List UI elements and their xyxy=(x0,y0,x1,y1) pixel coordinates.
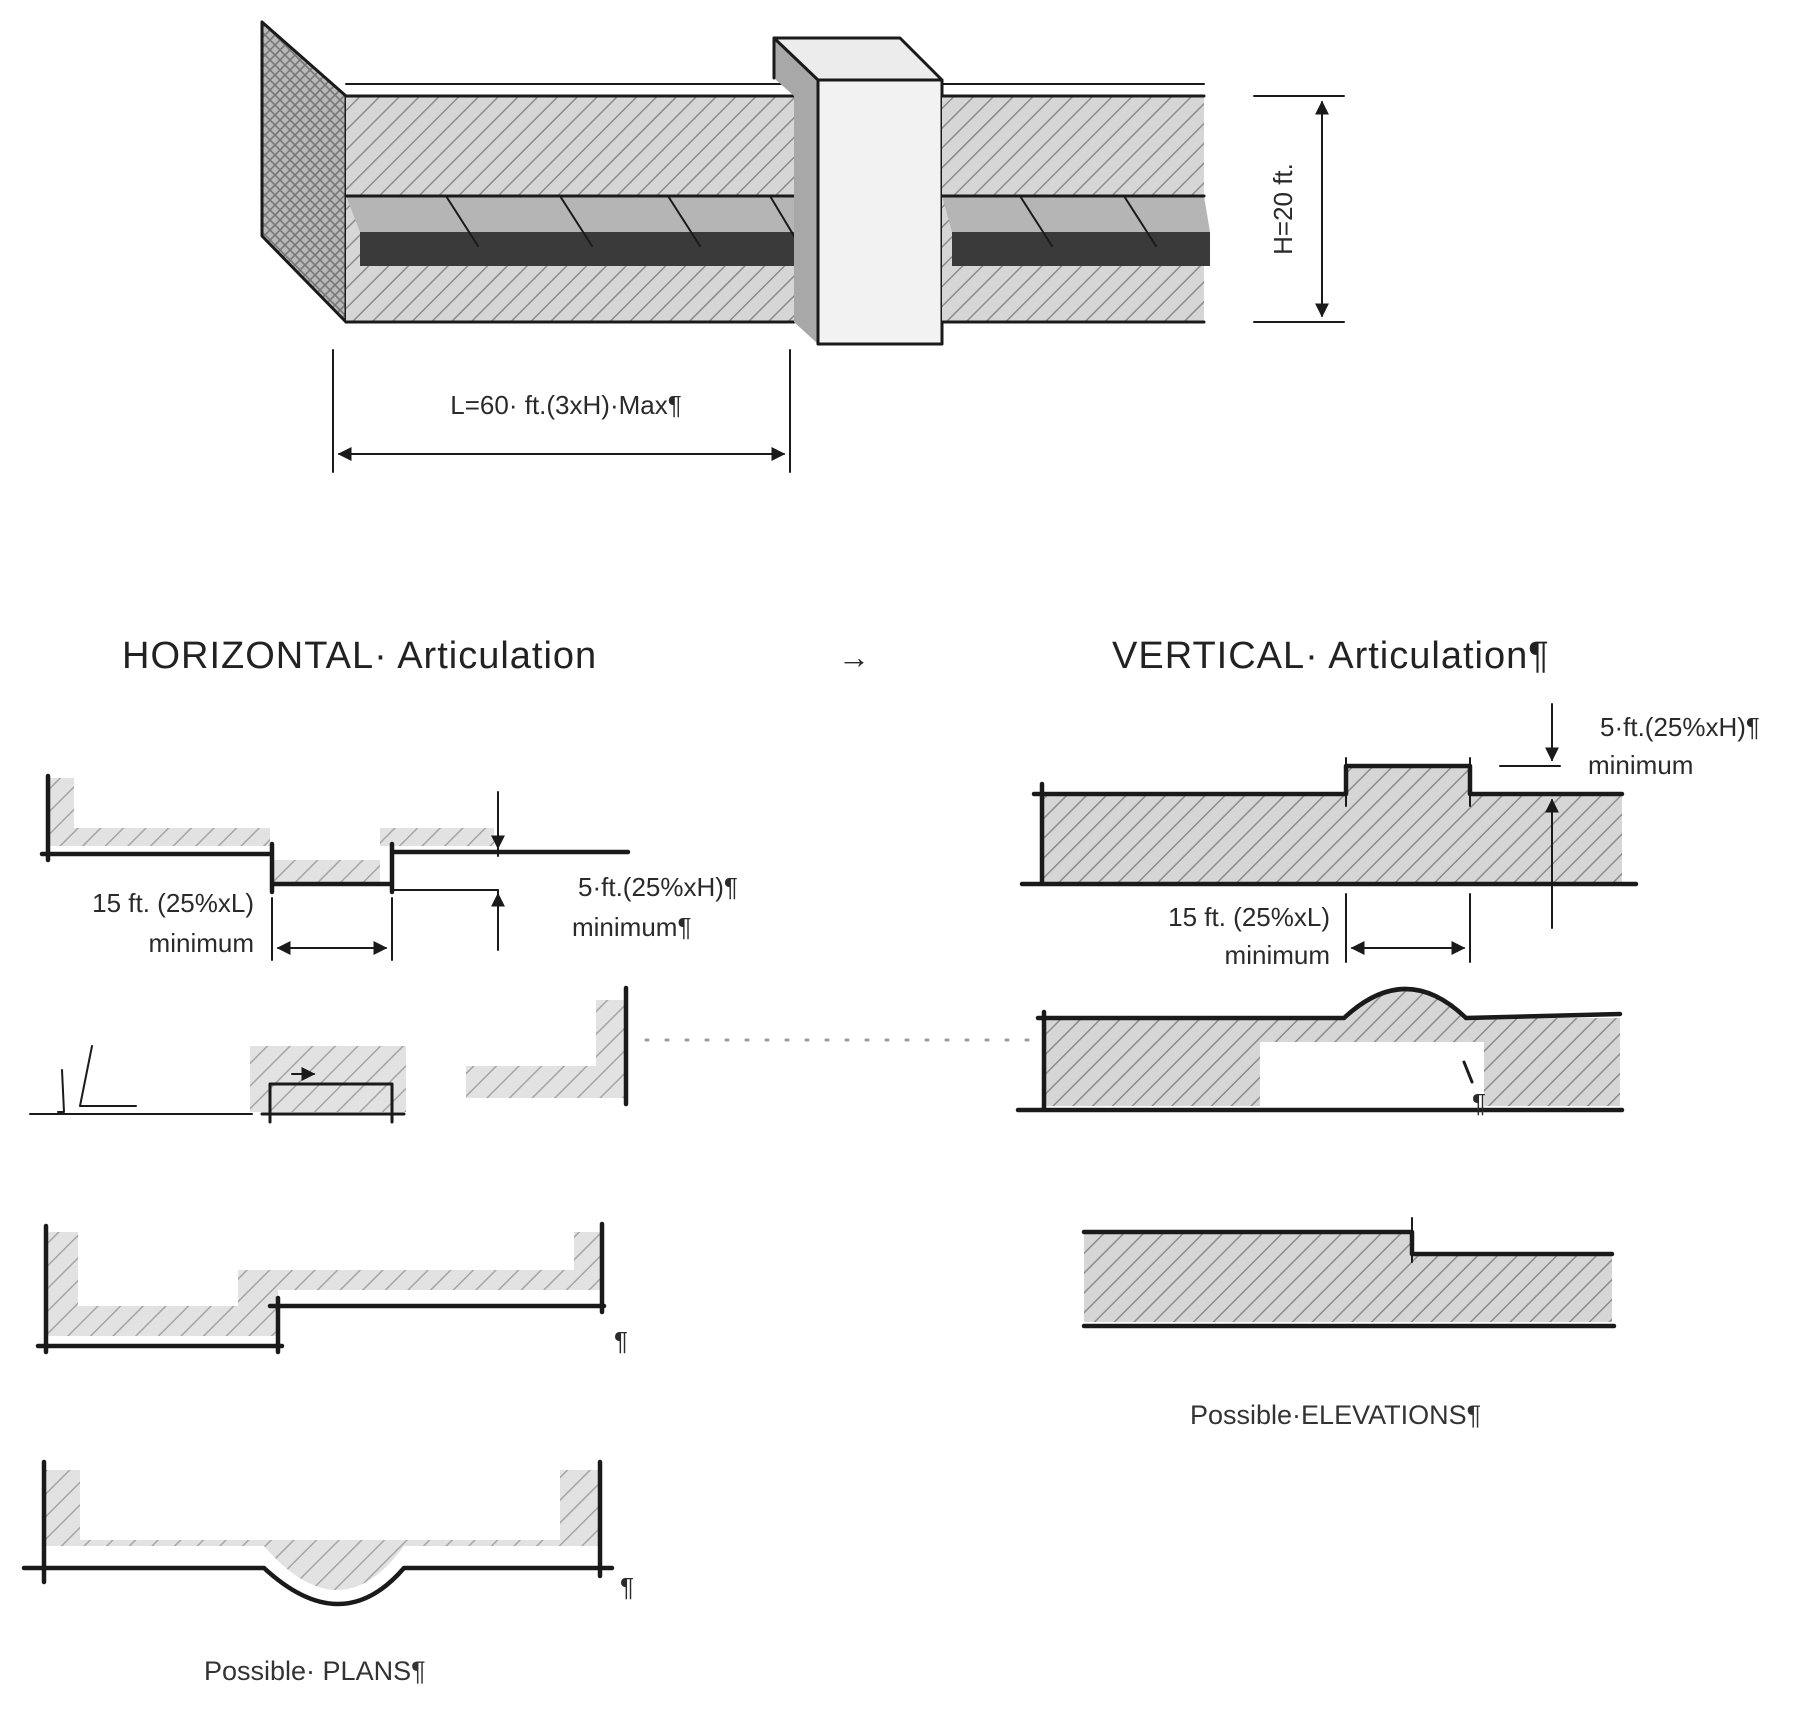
elev-width-label-2: minimum xyxy=(1225,940,1330,970)
right-canopy-brackets xyxy=(1019,195,1157,247)
left-canopy-brackets xyxy=(445,195,801,247)
elevation-domed-parapet: ¶ xyxy=(1015,986,1625,1118)
plan-notch-recess: 5·ft.(25%xH)¶ minimum¶ 15 ft. (25%xL) mi… xyxy=(39,773,738,961)
plan-depth-label-1: 5·ft.(25%xH)¶ xyxy=(578,872,738,902)
length-label: L=60· ft.(3xH)·Max¶ xyxy=(450,390,681,420)
pier-side xyxy=(774,38,818,344)
vertical-title: VERTICAL· Articulation¶ xyxy=(1112,635,1550,677)
end-wall xyxy=(262,22,346,322)
elev-dome-pilcrow: ¶ xyxy=(1472,1088,1486,1118)
plan-curved-bay: ¶ xyxy=(21,1459,634,1607)
elevation-stepped-roof xyxy=(1081,1217,1617,1329)
connector-arrow: → xyxy=(838,639,870,675)
height-label: H=20 ft. xyxy=(1268,163,1298,255)
plan-step-offset: ¶ xyxy=(35,1221,628,1356)
elev-height-label-1: 5·ft.(25%xH)¶ xyxy=(1600,712,1760,742)
pier-front xyxy=(818,80,942,344)
plan-projecting-bay xyxy=(29,985,1042,1124)
plans-caption: Possible· PLANS¶ xyxy=(204,1656,426,1686)
length-dimension: L=60· ft.(3xH)·Max¶ xyxy=(332,349,791,473)
elev-height-label-2: minimum xyxy=(1588,750,1693,780)
horizontal-title: HORIZONTAL· Articulation xyxy=(122,635,597,677)
height-dimension: H=20 ft. xyxy=(1253,95,1345,323)
plan-width-label-1: 15 ft. (25%xL) xyxy=(92,888,254,918)
right-canopy-shadow xyxy=(952,232,1210,266)
plan-width-label-2: minimum xyxy=(149,928,254,958)
plan-step-pilcrow: ¶ xyxy=(614,1326,628,1356)
elevations-caption: Possible·ELEVATIONS¶ xyxy=(1190,1400,1481,1430)
right-canopy xyxy=(942,196,1210,232)
elevation-raised-parapet: 5·ft.(25%xH)¶ minimum 15 ft. (25%xL) min… xyxy=(1019,703,1760,970)
plan-depth-label-2: minimum¶ xyxy=(572,912,691,942)
elev-width-label-1: 15 ft. (25%xL) xyxy=(1168,902,1330,932)
perspective-sketch: H=20 ft. L=60· ft.(3xH)·Max¶ xyxy=(260,20,1345,473)
plan-curve-pilcrow: ¶ xyxy=(620,1572,634,1602)
pier-top xyxy=(774,38,942,80)
